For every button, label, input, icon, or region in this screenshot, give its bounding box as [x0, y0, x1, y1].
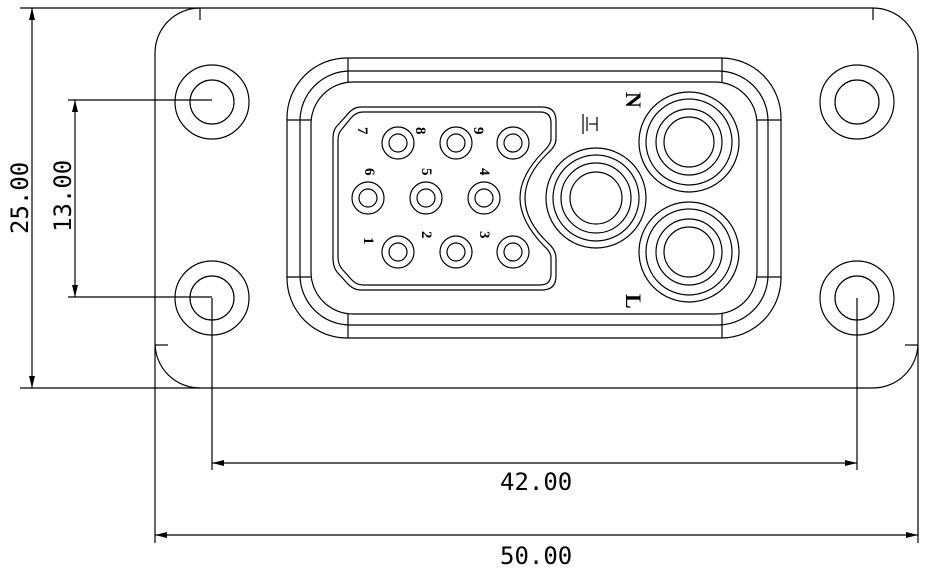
pin-label-9: 9 [470, 127, 486, 135]
pin-label-8: 8 [412, 127, 428, 135]
dimension-height-total: 25.00 [6, 7, 200, 389]
connector-housing [286, 57, 782, 339]
dimension-hole-vertical-label: 13.00 [49, 160, 77, 232]
pin-label-6: 6 [361, 168, 377, 176]
signal-pin-cavity [332, 106, 557, 291]
pin-label-3: 3 [476, 231, 492, 239]
pin-label-5: 5 [418, 168, 434, 176]
pin-label-7: 7 [354, 127, 370, 135]
neutral-contact [638, 91, 740, 193]
dimension-width-label: 50.00 [500, 542, 572, 570]
pin-label-2: 2 [418, 231, 434, 239]
ground-contact [545, 147, 647, 249]
pin-label-4: 4 [476, 168, 492, 176]
signal-pins [351, 126, 530, 269]
dimension-hole-horizontal: 42.00 [211, 298, 858, 496]
mounting-holes [174, 64, 895, 336]
line-contact [638, 201, 740, 303]
dimension-hole-horizontal-label: 42.00 [500, 468, 572, 496]
pin-label-1: 1 [360, 237, 376, 245]
dimension-width-total: 50.00 [154, 345, 919, 570]
earth-ground-icon [582, 114, 598, 134]
line-label: L [621, 294, 646, 309]
neutral-label: N [621, 92, 646, 108]
mounting-plate [154, 7, 919, 389]
pin-labels: 1 2 3 4 5 6 7 8 9 [354, 127, 492, 245]
dimension-hole-vertical: 13.00 [49, 99, 212, 298]
dimension-height-label: 25.00 [6, 162, 34, 234]
